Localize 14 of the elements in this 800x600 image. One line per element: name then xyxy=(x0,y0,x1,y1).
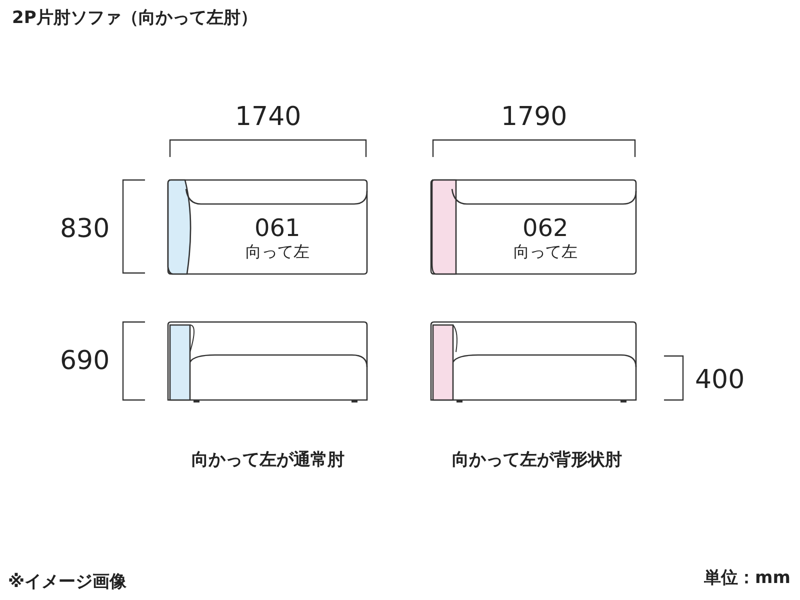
unit-note: 単位：mm xyxy=(704,570,790,587)
caption: 向かって左が通常肘 xyxy=(192,452,344,469)
orientation-label: 向って左 xyxy=(246,244,310,260)
dimension-label: 1790 xyxy=(501,104,568,130)
dimension-label: 830 xyxy=(60,216,110,242)
dimension-label: 1740 xyxy=(235,104,302,130)
note: ※イメージ画像 xyxy=(8,574,127,591)
caption: 向かって左が背形状肘 xyxy=(452,452,622,469)
model-number: 061 xyxy=(254,216,300,240)
dimension-label: 400 xyxy=(695,367,745,393)
orientation-label: 向って左 xyxy=(514,244,578,260)
dimension-label: 690 xyxy=(60,348,110,374)
model-number: 062 xyxy=(522,216,568,240)
title: 2P片肘ソファ（向かって左肘） xyxy=(12,10,258,27)
